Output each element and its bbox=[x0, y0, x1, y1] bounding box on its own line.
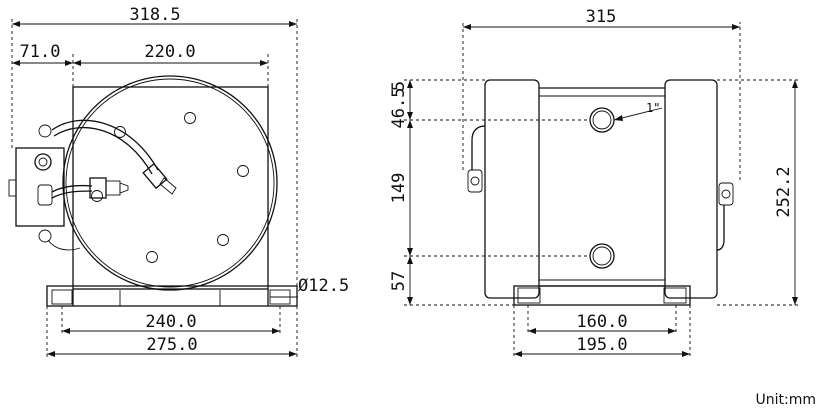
bolt-hole bbox=[114, 126, 126, 138]
front-body-frame bbox=[72, 86, 269, 290]
left-end-cap bbox=[484, 79, 540, 299]
side-base-plate bbox=[513, 285, 691, 306]
dim-body-width: 220.0 bbox=[144, 42, 195, 62]
dim-overall-width: 318.5 bbox=[129, 5, 180, 25]
dim-upper-port: 46.5 bbox=[389, 88, 409, 129]
hose bbox=[51, 119, 159, 171]
front-disk bbox=[62, 75, 278, 291]
dim-side-overall: 315 bbox=[586, 7, 617, 27]
bolt-hole bbox=[91, 190, 103, 202]
dim-top-gap: 5 bbox=[389, 81, 409, 91]
bolt-hole bbox=[237, 165, 249, 177]
upper-port bbox=[589, 107, 615, 133]
bolt-hole bbox=[146, 251, 158, 263]
dim-hole: Ø12.5 bbox=[298, 276, 349, 296]
dim-port-size: 1" bbox=[646, 101, 660, 115]
dim-side-base-inner: 160.0 bbox=[576, 312, 627, 332]
side-view: 315 5 46.5 149 57 252.2 1" 160.0 bbox=[389, 7, 800, 358]
dim-base-inner: 240.0 bbox=[145, 312, 196, 332]
hose-fitting bbox=[142, 162, 168, 190]
unit-label: Unit:mm bbox=[755, 392, 817, 408]
dim-base-outer: 275.0 bbox=[146, 335, 197, 355]
front-view: 318.5 71.0 220.0 Ø12.5 240.0 275.0 bbox=[8, 5, 349, 358]
dim-lower-port: 57 bbox=[389, 271, 409, 291]
right-end-cap bbox=[664, 79, 718, 299]
dim-port-spacing: 149 bbox=[389, 173, 409, 204]
bolt-hole bbox=[217, 234, 229, 246]
bolt-hole bbox=[184, 112, 196, 124]
lower-port bbox=[589, 243, 615, 269]
front-base-plate bbox=[46, 285, 298, 307]
dim-side-base-outer: 195.0 bbox=[576, 335, 627, 355]
dim-left-offset: 71.0 bbox=[20, 42, 61, 62]
hose-fitting bbox=[89, 177, 107, 199]
dim-total-height: 252.2 bbox=[774, 166, 794, 217]
